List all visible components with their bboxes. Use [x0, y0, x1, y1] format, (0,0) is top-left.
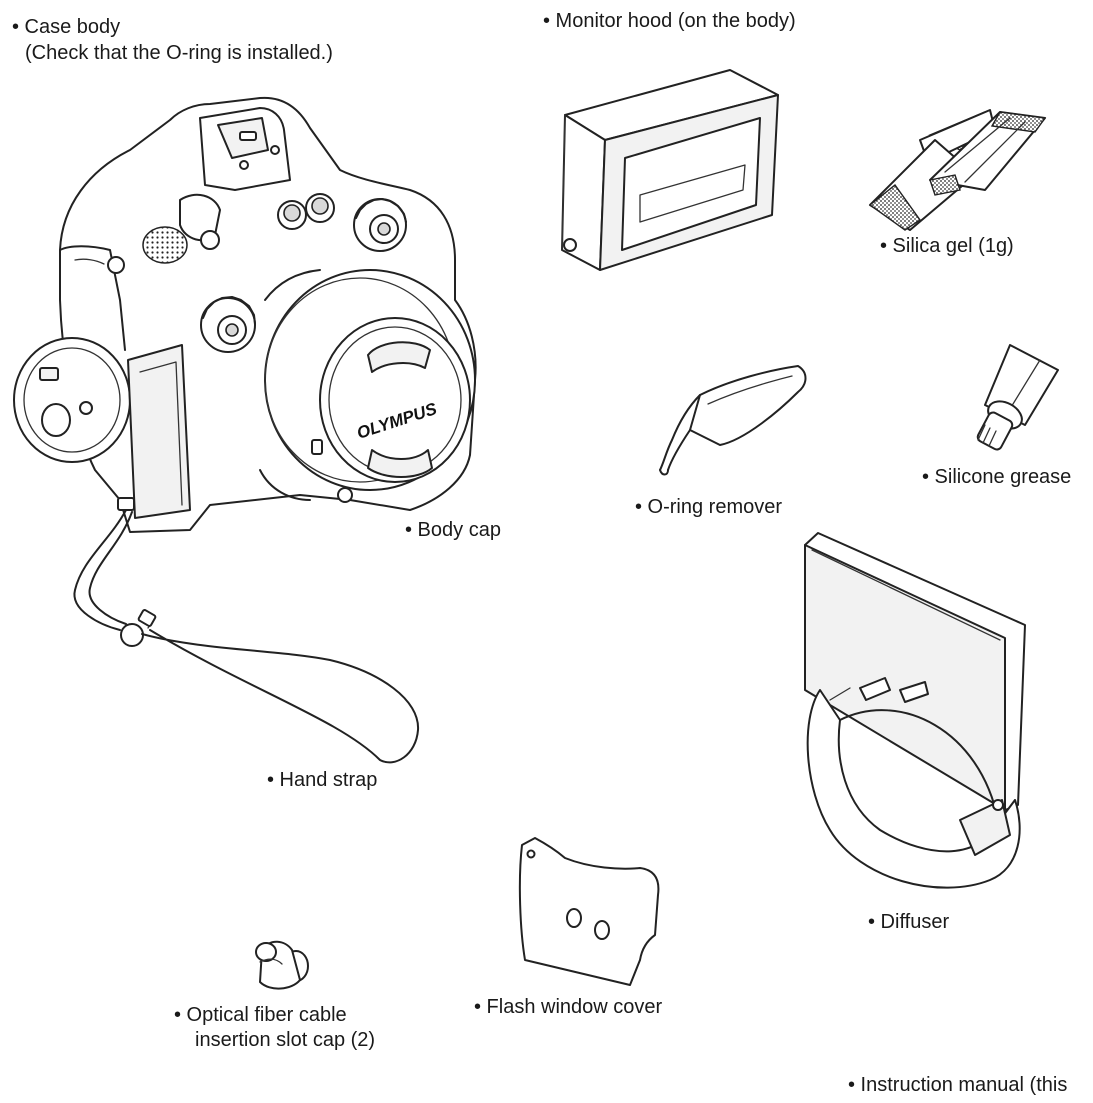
- monitor-hood-drawing: [562, 70, 778, 270]
- gear-knob-mid-left: [201, 297, 255, 352]
- label-case-body: • Case body: [12, 16, 121, 38]
- label-silicone-grease: • Silicone grease: [922, 466, 1072, 488]
- flash-window-cover-drawing: [520, 838, 659, 985]
- label-o-ring-remover: • O-ring remover: [635, 496, 783, 518]
- label-optical-fiber-cap-count: insertion slot cap (2): [195, 1029, 376, 1051]
- body-cap-drawing: OLYMPUS: [320, 318, 470, 482]
- label-instruction-manual: • Instruction manual (this: [848, 1074, 1068, 1096]
- label-monitor-hood: • Monitor hood (on the body): [543, 10, 796, 32]
- label-hand-strap: • Hand strap: [267, 769, 378, 791]
- gear-knob-upper-right: [354, 199, 406, 251]
- silicone-grease-drawing: [976, 345, 1058, 451]
- hand-strap-drawing: [74, 498, 418, 762]
- o-ring-remover-drawing: [660, 366, 806, 475]
- label-optical-fiber-cap: • Optical fiber cable: [174, 1004, 347, 1026]
- optical-fiber-cap-drawing: [256, 942, 308, 989]
- diffuser-drawing: [805, 533, 1025, 888]
- label-silica-gel: • Silica gel (1g): [880, 235, 1014, 257]
- case-body-drawing: OLYMPUS: [14, 98, 476, 532]
- label-body-cap: • Body cap: [405, 519, 501, 541]
- label-flash-window-cover: • Flash window cover: [474, 996, 663, 1018]
- label-case-body-note: (Check that the O-ring is installed.): [25, 42, 333, 64]
- label-diffuser: • Diffuser: [868, 911, 950, 933]
- left-side-dial: [14, 338, 130, 462]
- silica-gel-drawing: [870, 110, 1045, 230]
